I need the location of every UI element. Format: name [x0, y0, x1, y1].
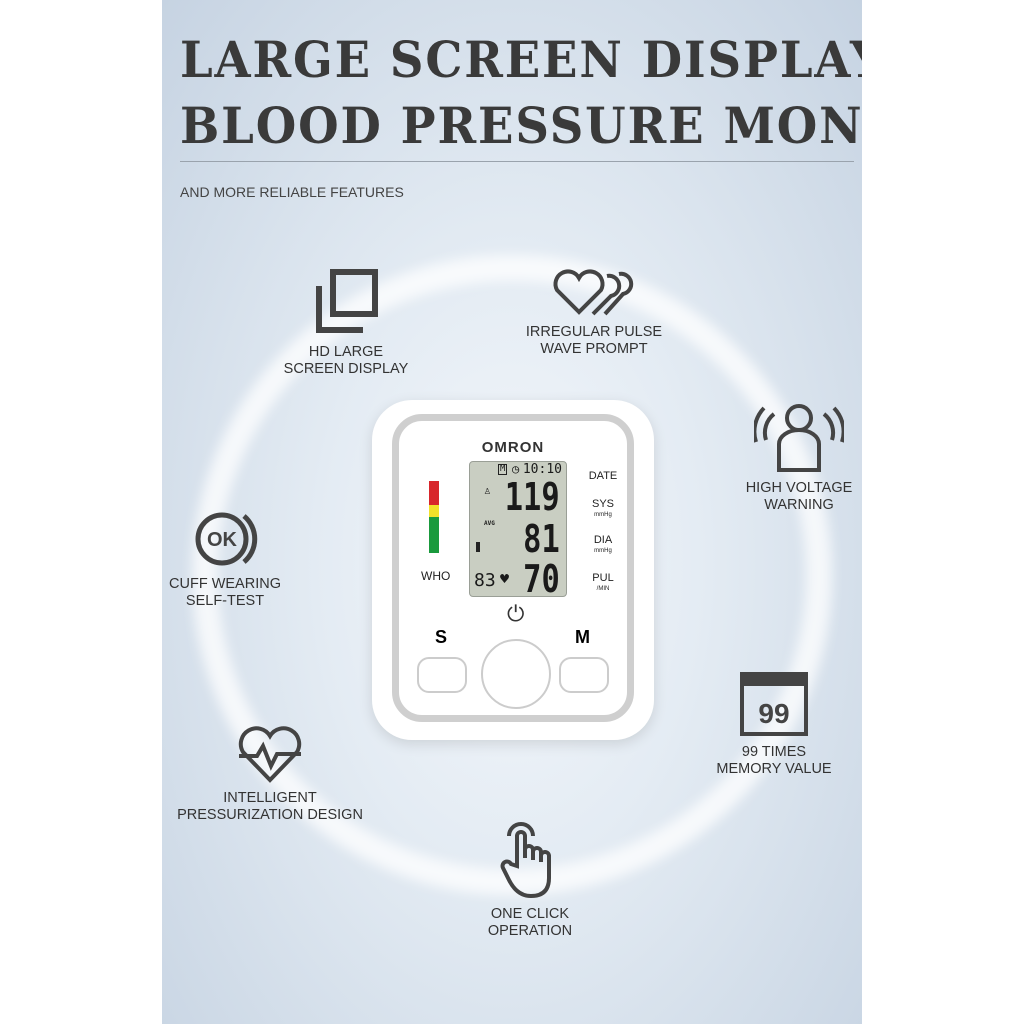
pul-label: PUL/MIN — [592, 572, 614, 593]
title-line-2: BLOOD PRESSURE MONITOR — [180, 96, 862, 155]
m-label: M — [575, 627, 590, 647]
feature-label: SCREEN DISPLAY — [283, 361, 409, 377]
divider — [180, 161, 854, 162]
lcd-time: 10:10 — [522, 462, 562, 477]
lcd-screen: M ◷ 10:10 ♙ 119 AVG 81 83 ♥ 70 — [469, 461, 567, 601]
date-label: DATE — [588, 470, 618, 482]
who-scale — [429, 481, 439, 553]
who-red — [429, 481, 439, 505]
avg-label: AVG — [484, 520, 495, 527]
blood-pressure-monitor: OMRON WHO M ◷ 10:10 ♙ 119 AVG 81 83 ♥ 70… — [372, 400, 654, 740]
lcd-memory-no: 83 — [474, 570, 496, 591]
lcd-pulse: 70 — [523, 557, 560, 601]
who-label: WHO — [421, 569, 451, 583]
clock-icon: ◷ — [512, 462, 520, 476]
feature-label: CUFF WEARING — [169, 576, 281, 592]
feature-label: ONE CLICK — [490, 906, 570, 922]
feature-label: 99 TIMES — [741, 744, 807, 760]
lcd-dia: 81 — [523, 517, 560, 561]
lcd-sys: 119 — [505, 475, 560, 519]
memory-indicator: M — [498, 464, 508, 475]
brand-logo: OMRON — [481, 439, 545, 456]
product-panel: LARGE SCREEN DISPLAY BLOOD PRESSURE MONI… — [162, 0, 862, 1024]
who-green — [429, 517, 439, 553]
ok-icon: OK — [195, 512, 258, 566]
feature-label: PRESSURIZATION DESIGN — [177, 807, 363, 823]
s-button[interactable] — [417, 657, 467, 693]
person-alert-icon — [754, 404, 844, 472]
feature-label: WARNING — [764, 497, 834, 513]
m-button[interactable] — [559, 657, 609, 693]
power-button[interactable] — [481, 639, 551, 709]
user-icon: ♙ — [484, 484, 491, 497]
s-label: S — [435, 627, 448, 647]
title-line-1: LARGE SCREEN DISPLAY — [180, 30, 862, 89]
power-icon: ⏻ — [507, 601, 525, 626]
who-yellow — [429, 505, 439, 517]
cuff-bar — [476, 542, 480, 552]
heartbeat-icon — [238, 726, 302, 783]
device-face: OMRON WHO M ◷ 10:10 ♙ 119 AVG 81 83 ♥ 70… — [392, 414, 634, 722]
heart-icon: ♥ — [500, 570, 510, 588]
svg-text:99: 99 — [758, 698, 789, 729]
subtitle: AND MORE RELIABLE FEATURES — [180, 184, 404, 200]
svg-text:OK: OK — [207, 529, 238, 551]
feature-label: OPERATION — [487, 923, 573, 939]
feature-label: HD LARGE — [308, 344, 384, 360]
feature-label: WAVE PROMPT — [540, 341, 648, 357]
feature-label: IRREGULAR PULSE — [525, 324, 663, 340]
heart-wave-icon — [553, 269, 634, 316]
screen-icon — [316, 269, 378, 333]
feature-label: MEMORY VALUE — [716, 761, 832, 777]
feature-label: SELF-TEST — [185, 593, 265, 609]
feature-label: HIGH VOLTAGE — [745, 480, 853, 496]
hand-click-icon — [500, 822, 551, 899]
feature-label: INTELLIGENT — [223, 790, 317, 806]
calendar-99-icon: 99 — [740, 672, 808, 736]
